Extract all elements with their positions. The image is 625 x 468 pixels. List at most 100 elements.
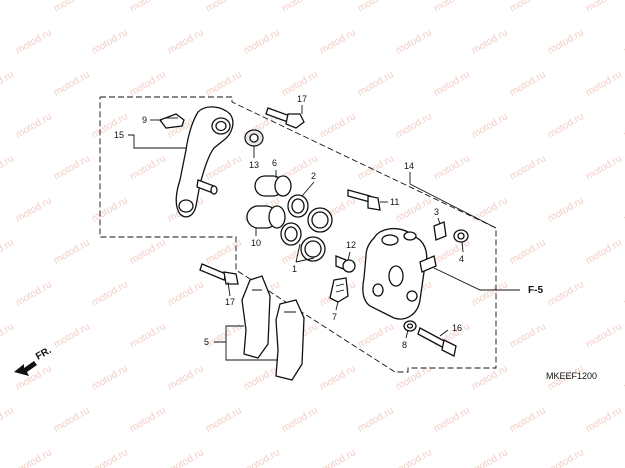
watermark-text: motod.ru (128, 153, 168, 182)
reference-label: F-5 (528, 285, 543, 296)
watermark-text: motod.ru (432, 153, 472, 182)
mounting-bolt (417, 327, 457, 357)
watermark-text: motod.ru (432, 0, 472, 15)
front-direction-arrow (14, 361, 37, 376)
bolt-upper (265, 107, 305, 129)
bleeder-cap (453, 229, 469, 243)
callout-17-upper: 17 (297, 94, 307, 104)
callout-12: 12 (346, 240, 356, 250)
callout-2: 2 (311, 171, 316, 181)
diagram-code: MKEEF1200 (546, 371, 597, 381)
watermark-text: motod.ru (14, 111, 54, 140)
boot (244, 129, 264, 147)
watermark-text: motod.ru (318, 363, 358, 392)
watermark-text: motod.ru (508, 153, 548, 182)
brake-pads (241, 275, 305, 381)
watermark-text: motod.ru (14, 27, 54, 56)
pistons (246, 175, 292, 229)
watermark-text: motod.ru (546, 279, 586, 308)
watermark-text: motod.ru (52, 237, 92, 266)
callout-1: 1 (292, 264, 297, 274)
watermark-text: motod.ru (0, 153, 16, 182)
watermark-text: motod.ru (128, 237, 168, 266)
watermark-text: motod.ru (470, 195, 510, 224)
watermark-text: motod.ru (356, 405, 396, 434)
watermark-text: motod.ru (584, 0, 624, 15)
watermark-text: motod.ru (394, 111, 434, 140)
watermark-text: motod.ru (90, 27, 130, 56)
callout-9: 9 (142, 115, 147, 125)
bleeder-screw (433, 221, 447, 241)
pin-bolt (347, 189, 381, 211)
callout-7: 7 (332, 312, 337, 322)
watermark-text: motod.ru (432, 405, 472, 434)
watermark-text: motod.ru (52, 69, 92, 98)
watermark-text: motod.ru (546, 195, 586, 224)
watermark-text: motod.ru (318, 27, 358, 56)
watermark-text: motod.ru (204, 69, 244, 98)
watermark-text: motod.ru (584, 237, 624, 266)
callout-8: 8 (402, 340, 407, 350)
watermark-text: motod.ru (128, 321, 168, 350)
watermark-text: motod.ru (0, 405, 16, 434)
watermark-text: motod.ru (128, 405, 168, 434)
watermark-text: motod.ru (204, 153, 244, 182)
watermark-text: motod.ru (584, 321, 624, 350)
watermark-text: motod.ru (356, 0, 396, 15)
watermark-text: motod.ru (0, 321, 16, 350)
watermark-text: motod.ru (318, 111, 358, 140)
watermark-text: motod.ru (470, 279, 510, 308)
watermark-text: motod.ru (90, 279, 130, 308)
watermark-text: motod.ru (52, 405, 92, 434)
watermark-text: motod.ru (204, 405, 244, 434)
callout-17-lower: 17 (225, 297, 235, 307)
callout-13: 13 (249, 160, 259, 170)
caliper-body (362, 227, 437, 320)
callout-labels: 15 9 17 13 6 2 14 11 3 10 12 4 1 F-5 17 … (34, 94, 597, 381)
watermark-text: motod.ru (546, 27, 586, 56)
watermark-text: motod.ru (470, 27, 510, 56)
watermark-text: motod.ru (394, 447, 434, 468)
pin (335, 255, 356, 273)
callout-6: 6 (272, 158, 277, 168)
watermark-text: motod.ru (0, 0, 16, 15)
watermark-text: motod.ru (204, 0, 244, 15)
pad-spring-clip (158, 113, 185, 129)
watermark-text: motod.ru (508, 69, 548, 98)
watermark-text: motod.ru (166, 27, 206, 56)
leader-lines (128, 105, 520, 361)
seals (280, 194, 333, 262)
watermark-text: motod.ru (52, 321, 92, 350)
watermark-text: motod.ru (356, 153, 396, 182)
watermark-text: motod.ru (318, 447, 358, 468)
watermark-text: motod.ru (0, 69, 16, 98)
watermark-text: motod.ru (90, 363, 130, 392)
watermark-text: motod.ru (356, 69, 396, 98)
watermark-text: motod.ru (14, 447, 54, 468)
watermark-text: motod.ru (394, 27, 434, 56)
caliper-bracket (175, 106, 234, 218)
watermark-text: motod.ru (52, 153, 92, 182)
watermark-text: motod.ru (242, 363, 282, 392)
watermark-text: motod.ru (394, 195, 434, 224)
watermark-text: motod.ru (508, 237, 548, 266)
watermark-text: motod.ru (14, 279, 54, 308)
callout-3: 3 (434, 207, 439, 217)
watermark-text: motod.ru (432, 237, 472, 266)
callout-16: 16 (452, 323, 462, 333)
watermark-text: motod.ru (0, 237, 16, 266)
watermark-text: motod.ru (470, 111, 510, 140)
watermark-text: motod.ru (52, 0, 92, 15)
watermark-text: motod.ru (508, 0, 548, 15)
watermark-text: motod.ru (90, 447, 130, 468)
watermark-text: motod.ru (356, 321, 396, 350)
assembly-frame (99, 96, 497, 373)
watermark-text: motod.ru (584, 153, 624, 182)
direction-label: FR. (34, 345, 54, 363)
callout-10: 10 (251, 238, 261, 248)
watermark-text: motod.ru (242, 27, 282, 56)
watermark-text: motod.ru (280, 405, 320, 434)
callout-4: 4 (459, 254, 464, 264)
